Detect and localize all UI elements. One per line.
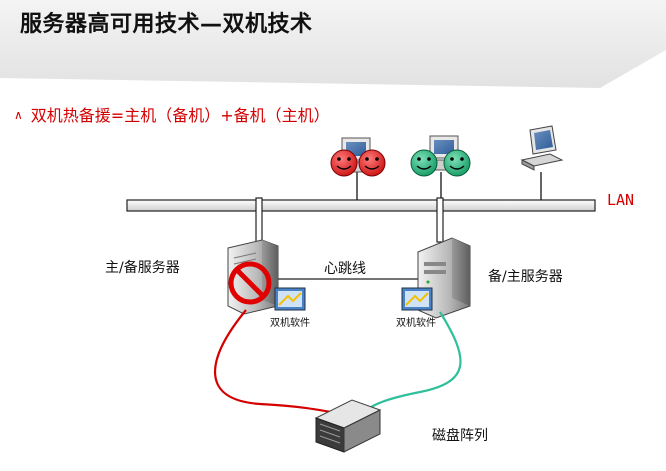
software-label-left: 双机软件: [270, 318, 310, 329]
header-band: [0, 0, 666, 88]
lan-label: LAN: [607, 191, 635, 209]
heartbeat-label: 心跳线: [324, 261, 366, 277]
subtitle-text: 双机热备援=主机（备机）+备机（主机）: [30, 106, 330, 125]
disk-array-label: 磁盘阵列: [432, 428, 488, 444]
subtitle: ∧ 双机热备援=主机（备机）+备机（主机）: [14, 102, 330, 126]
primary-server-label: 主/备服务器: [105, 260, 180, 276]
disk-array-icon: [314, 399, 382, 453]
lan-bus: [126, 199, 596, 212]
server1-tap: [255, 197, 263, 243]
server2-tap: [436, 197, 444, 243]
smiley-icon: [330, 149, 386, 177]
green-cable: [359, 311, 462, 417]
red-cable: [213, 309, 343, 416]
page-title: 服务器高可用技术—双机技术: [20, 12, 313, 37]
smiley-icon: [410, 149, 471, 177]
software-box-icon: [274, 287, 306, 311]
bullet-caret-icon: ∧: [14, 108, 23, 122]
software-label-right: 双机软件: [396, 318, 436, 329]
software-box-icon: [401, 287, 433, 311]
prohibited-icon: [228, 261, 272, 305]
backup-server-label: 备/主服务器: [488, 269, 563, 285]
desktop-computer-icon: [520, 125, 564, 171]
